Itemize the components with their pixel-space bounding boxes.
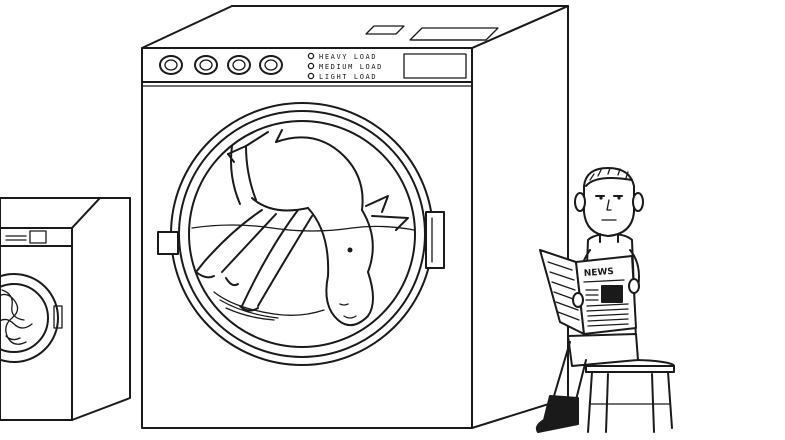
load-label-heavy: HEAVY LOAD xyxy=(319,53,377,61)
newspaper-masthead: NEWS xyxy=(584,267,615,279)
man-ear-right xyxy=(632,192,644,212)
man-hand-left xyxy=(572,292,584,308)
load-label-light: LIGHT LOAD xyxy=(319,73,377,81)
man-hand-right xyxy=(628,278,640,294)
knob-1 xyxy=(159,55,183,75)
load-radio-medium xyxy=(307,62,315,70)
washer-door xyxy=(157,102,445,366)
horse-in-drum xyxy=(195,129,409,327)
man-reading-newspaper: NEWS xyxy=(535,167,675,433)
knob-4 xyxy=(259,55,283,75)
newspaper: NEWS xyxy=(539,249,640,335)
man-ear-left xyxy=(574,192,586,212)
knob-3 xyxy=(227,55,251,75)
horse-eye xyxy=(347,247,353,253)
door-handle xyxy=(425,211,445,269)
man-head xyxy=(574,167,644,243)
load-radio-light xyxy=(307,72,315,80)
door-hinge xyxy=(157,231,179,255)
load-radio-heavy xyxy=(307,52,315,60)
small-washer xyxy=(0,197,131,421)
top-label-tag xyxy=(365,25,405,35)
large-washing-machine: HEAVY LOAD MEDIUM LOAD LIGHT LOAD xyxy=(141,5,569,429)
stool xyxy=(585,359,675,433)
control-knobs xyxy=(159,55,283,75)
load-label-medium: MEDIUM LOAD xyxy=(319,63,383,71)
load-selector: HEAVY LOAD MEDIUM LOAD LIGHT LOAD xyxy=(307,52,383,81)
newspaper-photo xyxy=(601,285,623,303)
water-line xyxy=(191,224,415,232)
knob-2 xyxy=(194,55,218,75)
display-window xyxy=(403,53,467,79)
